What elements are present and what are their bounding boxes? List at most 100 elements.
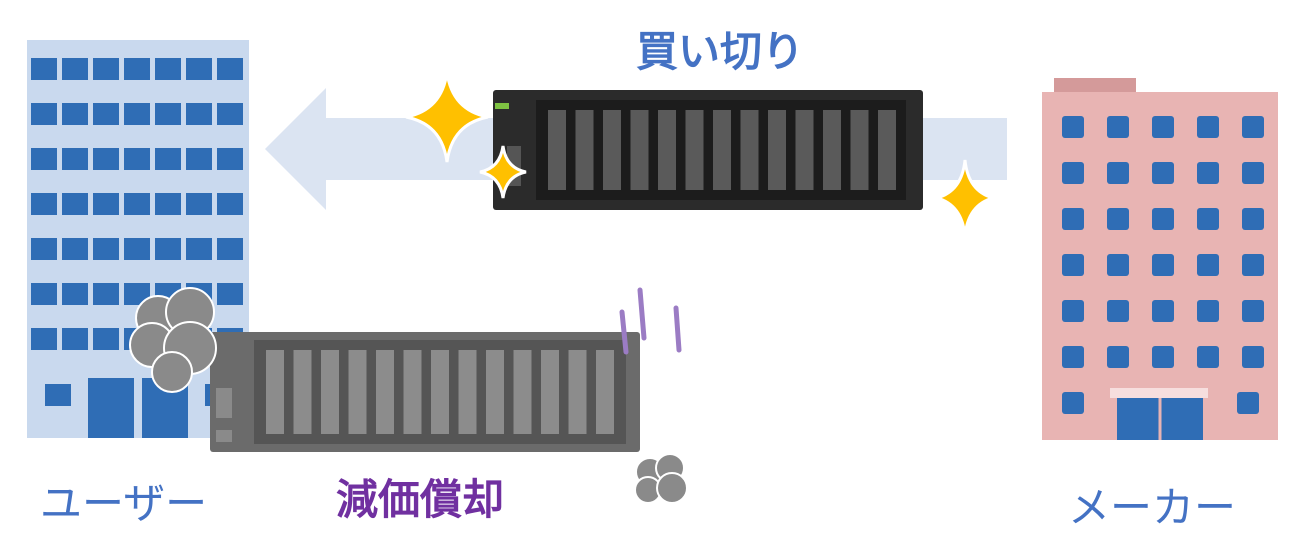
user-building-window xyxy=(93,103,119,125)
shake-lines-icon xyxy=(619,287,682,355)
maker-building-window xyxy=(1107,116,1129,138)
user-building-window xyxy=(155,238,181,260)
purchase-label: 買い切り xyxy=(636,27,805,76)
sparkle-icon xyxy=(479,145,527,199)
maker-building-window xyxy=(1062,254,1084,276)
sparkle-icon xyxy=(931,159,999,237)
user-building-door xyxy=(88,378,134,438)
maker-building-window xyxy=(1242,254,1264,276)
new-server-rack-icon xyxy=(493,90,923,210)
maker-building-window xyxy=(1107,346,1129,368)
user-building-window xyxy=(186,148,212,170)
new-server-drive-bay xyxy=(740,110,759,190)
old-server-drive-bay xyxy=(486,350,504,434)
maker-building-window xyxy=(1152,254,1174,276)
user-building-window xyxy=(186,238,212,260)
maker-building-window xyxy=(1197,346,1219,368)
maker-building-roof xyxy=(1054,78,1136,94)
maker-building-window xyxy=(1062,162,1084,184)
user-building-window xyxy=(31,328,57,350)
new-server-drive-bay xyxy=(685,110,704,190)
maker-building-window xyxy=(1062,116,1084,138)
old-server-drive-bay xyxy=(596,350,614,434)
maker-building-windows xyxy=(1062,116,1264,414)
user-building-window xyxy=(31,283,57,305)
maker-building-window xyxy=(1152,346,1174,368)
old-server-drive-bay xyxy=(431,350,449,434)
maker-building-window xyxy=(1197,116,1219,138)
user-building-window xyxy=(124,148,150,170)
maker-building-window xyxy=(1062,208,1084,230)
maker-building-window xyxy=(1242,300,1264,322)
user-building-window xyxy=(124,193,150,215)
maker-building-window xyxy=(1242,346,1264,368)
maker-building-window xyxy=(1237,392,1259,414)
user-building-window xyxy=(62,193,88,215)
user-building-window xyxy=(62,103,88,125)
maker-building-awning xyxy=(1110,388,1208,398)
old-server-drive-bay xyxy=(403,350,422,434)
old-server-drive-bay xyxy=(348,350,367,434)
new-server-drive-bay xyxy=(878,110,896,190)
new-server-drive-bay xyxy=(713,110,731,190)
maker-building-window xyxy=(1152,208,1174,230)
dust-cloud-icon xyxy=(634,453,688,504)
new-server-drive-bay xyxy=(850,110,869,190)
old-server-drive-bay xyxy=(266,350,284,434)
maker-building-window xyxy=(1152,162,1174,184)
new-server-status-light xyxy=(495,103,509,109)
user-building-window xyxy=(217,148,243,170)
user-building-window xyxy=(93,238,119,260)
old-server-drive-bays xyxy=(266,350,614,434)
user-building-window xyxy=(31,148,57,170)
new-server-drive-bays xyxy=(548,110,896,190)
maker-building-window xyxy=(1107,162,1129,184)
user-building-window xyxy=(93,283,119,305)
old-server-drive-bay xyxy=(568,350,587,434)
old-server-drive-bay xyxy=(321,350,339,434)
maker-building-window xyxy=(1242,116,1264,138)
user-building-icon xyxy=(27,40,249,438)
sparkle-icon xyxy=(405,71,489,163)
maker-building-window xyxy=(1197,162,1219,184)
maker-building-window xyxy=(1062,346,1084,368)
maker-building-window xyxy=(1107,300,1129,322)
new-server-drive-bay xyxy=(823,110,841,190)
user-building-window xyxy=(31,193,57,215)
maker-building-window xyxy=(1242,162,1264,184)
user-building-window xyxy=(45,384,71,406)
user-building-window xyxy=(93,193,119,215)
maker-building-window xyxy=(1062,300,1084,322)
maker-building-icon xyxy=(1042,78,1278,440)
old-server-drive-bay xyxy=(458,350,477,434)
new-server-drive-bay xyxy=(795,110,814,190)
user-building-window xyxy=(155,148,181,170)
user-building-window xyxy=(62,148,88,170)
user-building-window xyxy=(124,58,150,80)
new-server-drive-bay xyxy=(768,110,786,190)
user-building-window xyxy=(155,193,181,215)
maker-building-window xyxy=(1152,116,1174,138)
user-building-window xyxy=(93,148,119,170)
old-server-port xyxy=(216,388,232,418)
maker-building-window xyxy=(1107,208,1129,230)
maker-building-window xyxy=(1152,300,1174,322)
maker-building-window xyxy=(1197,208,1219,230)
user-building-window xyxy=(186,193,212,215)
maker-building-window xyxy=(1197,300,1219,322)
user-building-window xyxy=(62,283,88,305)
user-building-window xyxy=(62,58,88,80)
new-server-drive-bay xyxy=(575,110,594,190)
user-building-window xyxy=(217,283,243,305)
old-server-port xyxy=(216,430,232,442)
old-server-drive-bay xyxy=(293,350,312,434)
old-server-drive-bay xyxy=(376,350,394,434)
old-server-drive-bay xyxy=(513,350,532,434)
user-building-window xyxy=(62,238,88,260)
user-building-window xyxy=(217,238,243,260)
new-server-drive-bay xyxy=(630,110,649,190)
user-building-window xyxy=(93,328,119,350)
dust-cloud-icon xyxy=(129,287,217,393)
maker-building-window xyxy=(1242,208,1264,230)
